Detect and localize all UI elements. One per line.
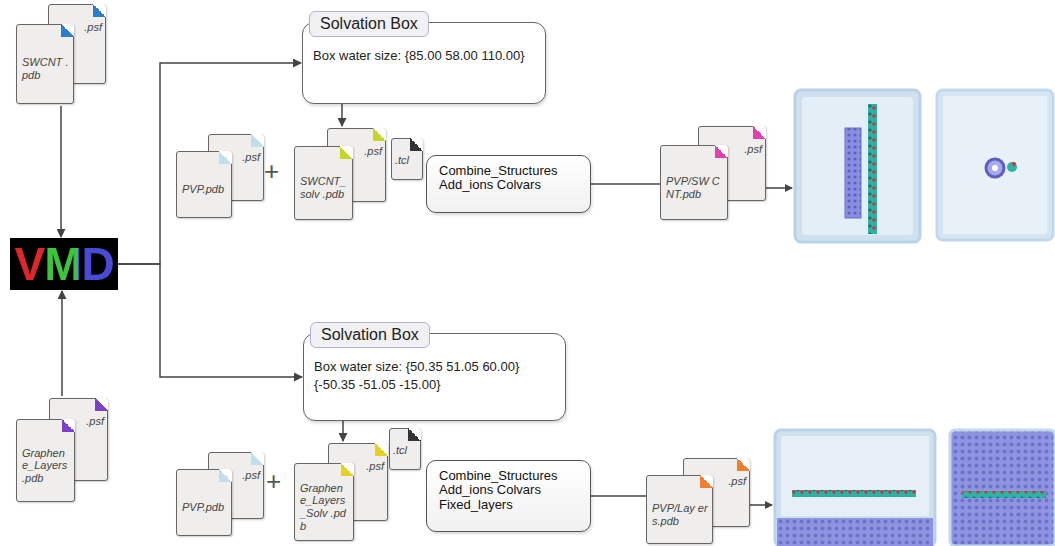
file-corner (715, 145, 728, 158)
file-label: .tcl (395, 154, 420, 167)
file-corner (408, 428, 421, 441)
plus-label: + (264, 156, 279, 187)
connector (342, 421, 344, 441)
file-pair: .psfPVP/Lay ers.pdb (646, 458, 750, 544)
process-text: Combine_Structures Add_ions Colvars Fixe… (439, 469, 558, 512)
file-corner (753, 126, 766, 139)
file-page: Graphen e_Layers _Solv .pdb (294, 463, 354, 541)
file-pair: .psfSWCNT .pdb (16, 4, 106, 104)
file-corner (410, 138, 423, 151)
solvation-box: Solvation BoxBox water size: {85.00 58.0… (302, 22, 546, 104)
connector (591, 183, 660, 185)
vmd-logo: VMD (10, 238, 118, 290)
file-page: .tcl (391, 138, 423, 180)
file-corner (737, 458, 750, 471)
script-file: .tcl (389, 428, 421, 470)
file-label: PVP/Lay ers.pdb (652, 502, 708, 527)
file-pair: .psfGraphen e_Layers .pdb (16, 398, 108, 502)
file-page: PVP/Lay ers.pdb (646, 475, 713, 544)
file-corner (62, 419, 75, 432)
file-corner (251, 452, 264, 465)
solvation-box: Solvation BoxBox water size: {50.35 51.0… (303, 333, 566, 421)
file-label: .psf (234, 151, 260, 164)
file-label: .psf (730, 143, 762, 156)
connector (61, 291, 63, 396)
box-title: Solvation Box (309, 11, 429, 37)
process-text: Combine_Structures Add_ions Colvars (439, 164, 558, 193)
file-page: PVP.pdb (176, 151, 232, 218)
file-page: SWCNT .pdb (16, 24, 74, 104)
file-corner (95, 398, 108, 411)
box-body: Box water size: {85.00 58.00 110.00} (313, 47, 535, 65)
file-label: Graphen e_Layers _Solv .pdb (300, 482, 349, 533)
file-corner (93, 4, 106, 17)
file-corner (219, 469, 232, 482)
file-page: Graphen e_Layers .pdb (16, 419, 75, 502)
logo-text: VMD (14, 241, 113, 287)
file-corner (219, 151, 232, 164)
file-corner (700, 475, 713, 488)
file-label: .psf (77, 415, 104, 428)
file-label: .psf (234, 469, 260, 482)
file-corner (61, 24, 74, 37)
file-page: PVP/SW CNT.pdb (660, 145, 728, 220)
file-corner (375, 443, 388, 456)
process-box: Combine_Structures Add_ions Colvars Fixe… (426, 460, 591, 532)
file-label: PVP/SW CNT.pdb (666, 175, 723, 200)
file-pair: .psfPVP/SW CNT.pdb (660, 126, 766, 220)
connector (118, 264, 302, 377)
connector (60, 106, 62, 237)
output-arrow (750, 504, 772, 506)
process-box: Combine_Structures Add_ions Colvars (426, 155, 591, 213)
file-label: PVP.pdb (182, 183, 224, 196)
output-arrow (766, 187, 792, 189)
connector (118, 63, 301, 264)
plus-label: + (266, 466, 281, 497)
file-corner (251, 134, 264, 147)
file-label: Graphen e_Layers .pdb (22, 447, 70, 485)
file-pair: .psfPVP.pdb (176, 134, 264, 218)
file-corner (340, 146, 353, 159)
file-page: PVP.pdb (176, 469, 232, 536)
file-label: PVP.pdb (182, 501, 224, 514)
file-page: SWCNT_ solv .pdb (294, 146, 353, 220)
file-pair: .psfPVP.pdb (176, 452, 264, 536)
file-label: .tcl (393, 444, 418, 457)
file-pair: .psfGraphen e_Layers _Solv .pdb (294, 443, 388, 541)
box-title: Solvation Box (310, 322, 430, 348)
file-label: .psf (76, 21, 102, 34)
connector (591, 495, 646, 497)
box-body: Box water size: {50.35 51.05 60.00} {-50… (314, 358, 555, 393)
water-box-top (937, 90, 1053, 240)
file-label: .psf (355, 145, 382, 158)
script-file: .tcl (391, 138, 423, 180)
water-box-side (795, 90, 920, 242)
graphene-box-top (950, 430, 1055, 546)
file-page: .tcl (389, 428, 421, 470)
connector (341, 104, 343, 126)
file-corner (373, 128, 386, 141)
file-label: SWCNT_ solv .pdb (300, 175, 348, 200)
file-label: .psf (356, 460, 384, 473)
file-label: SWCNT .pdb (22, 56, 69, 81)
file-pair: .psfSWCNT_ solv .pdb (294, 128, 386, 220)
graphene-box-side (775, 430, 935, 546)
file-corner (341, 463, 354, 476)
file-label: .psf (715, 475, 746, 488)
